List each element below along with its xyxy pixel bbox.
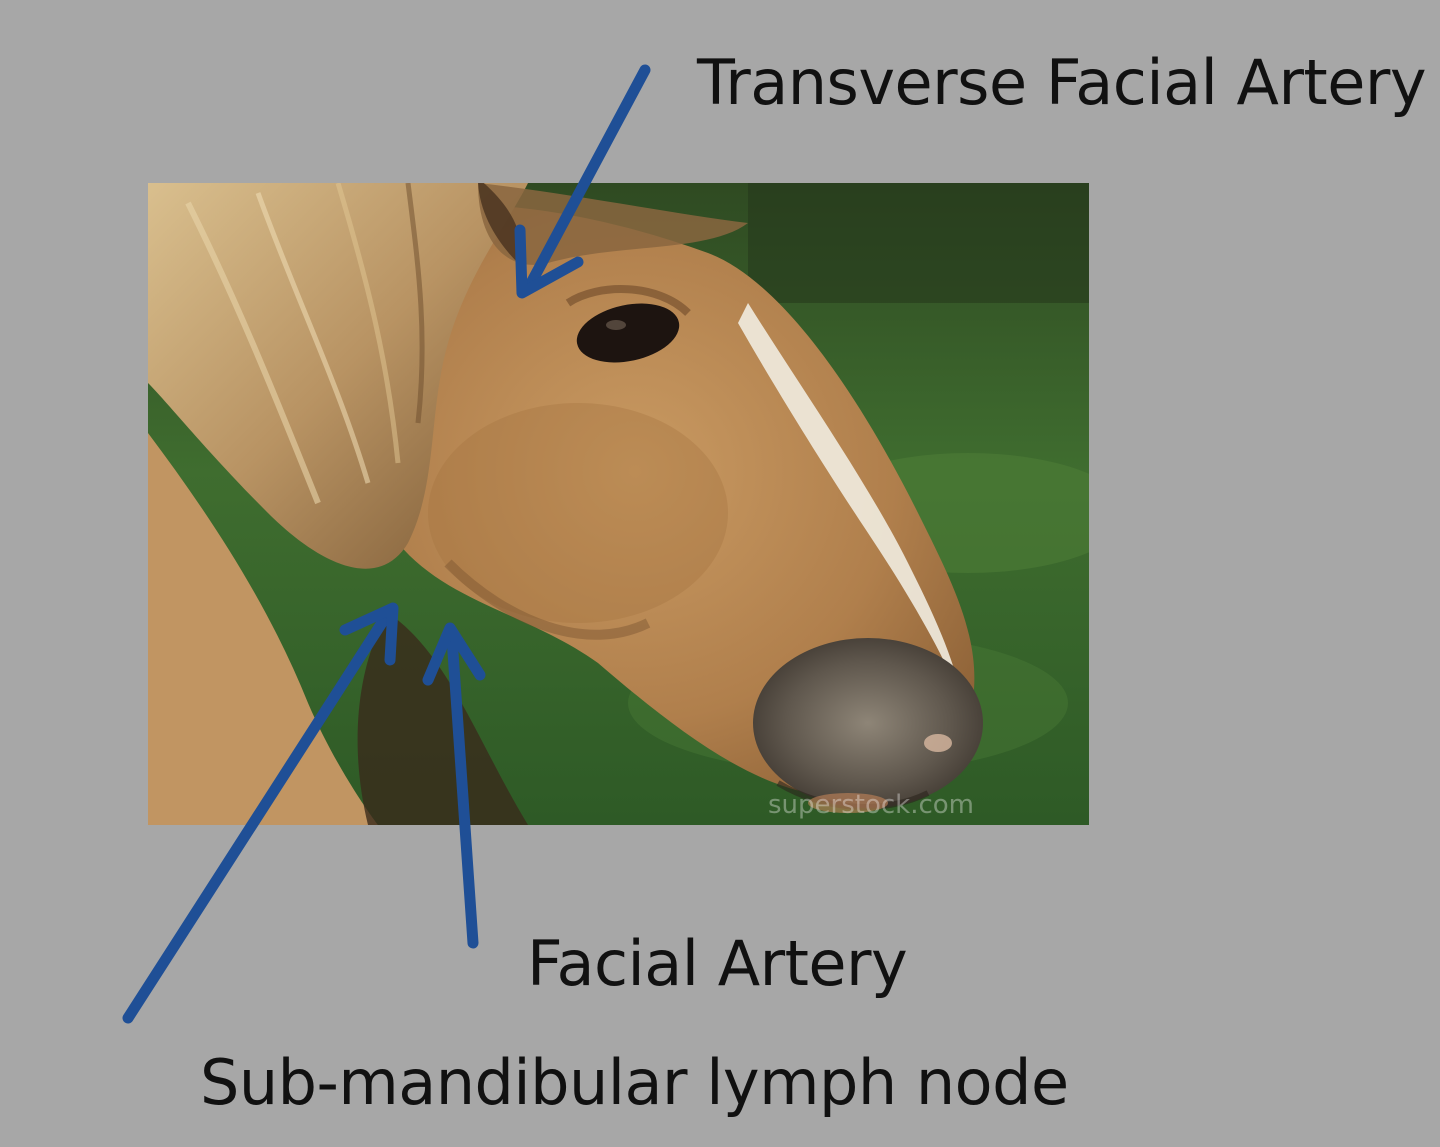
horse-illustration: superstock.com (148, 183, 1089, 825)
label-transverse-facial-artery: Transverse Facial Artery (697, 46, 1427, 119)
label-submandibular-lymph-node: Sub-mandibular lymph node (200, 1046, 1069, 1119)
horse-mane (148, 183, 528, 569)
blaze-marking (738, 303, 963, 703)
horse-muzzle (753, 638, 983, 808)
label-facial-artery: Facial Artery (527, 927, 908, 1000)
horse-eye (576, 303, 680, 363)
watermark: superstock.com (768, 790, 974, 820)
svg-text:superstock.com: superstock.com (768, 790, 974, 820)
horse-photo: superstock.com (148, 183, 1089, 825)
